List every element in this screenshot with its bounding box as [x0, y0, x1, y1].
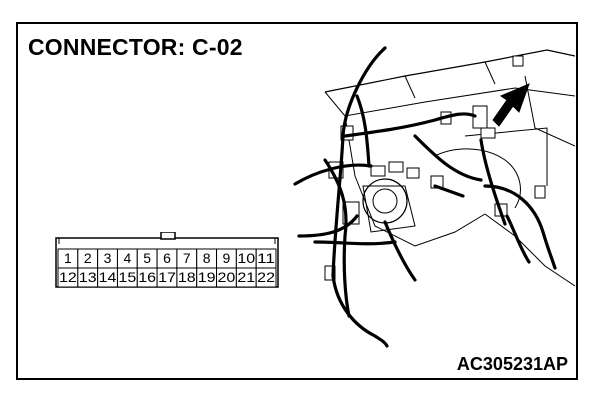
- pin-label-9: 9: [223, 250, 231, 266]
- pin-label-6: 6: [163, 250, 171, 266]
- diagram-frame: [16, 22, 578, 380]
- pin-label-11: 11: [257, 250, 275, 266]
- pin-label-14: 14: [99, 269, 117, 285]
- dashboard-harness-illustration: [293, 46, 575, 348]
- figure-code: AC305231AP: [456, 354, 568, 374]
- pin-label-13: 13: [79, 269, 97, 285]
- connector-title: CONNECTOR: C-02: [28, 34, 243, 60]
- pin-label-20: 20: [218, 269, 236, 285]
- pin-label-2: 2: [84, 250, 92, 266]
- pin-label-16: 16: [138, 269, 156, 285]
- pin-label-17: 17: [158, 269, 176, 285]
- pin-label-10: 10: [237, 250, 255, 266]
- pin-label-8: 8: [203, 250, 211, 266]
- pin-label-15: 15: [118, 269, 136, 285]
- pin-label-5: 5: [143, 250, 151, 266]
- pin-cell-22: [255, 267, 277, 288]
- pin-label-4: 4: [123, 250, 131, 266]
- pin-label-19: 19: [198, 269, 216, 285]
- pin-label-22: 22: [257, 269, 275, 285]
- pin-label-21: 21: [237, 269, 255, 285]
- arrow-pointer-icon: [492, 83, 530, 127]
- pin-label-18: 18: [178, 269, 196, 285]
- connector-lock-tab: [160, 232, 176, 240]
- pin-label-3: 3: [104, 250, 112, 266]
- connector-c02-location: [472, 105, 488, 129]
- pin-label-12: 12: [59, 269, 77, 285]
- pin-label-1: 1: [64, 250, 72, 266]
- pin-label-7: 7: [183, 250, 191, 266]
